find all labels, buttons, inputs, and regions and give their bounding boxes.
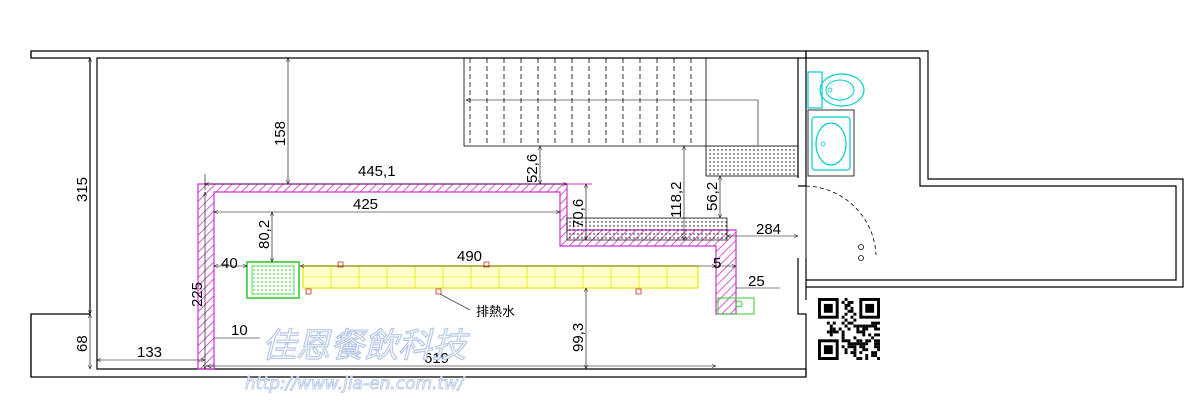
qr-code xyxy=(818,298,880,360)
dim-80: 80,2 xyxy=(256,220,273,249)
dim-133: 133 xyxy=(137,344,162,361)
drain-point-icon xyxy=(735,300,743,308)
dim-56: 56,2 xyxy=(704,182,721,211)
dim-40: 40 xyxy=(221,255,238,272)
toilet xyxy=(807,71,865,109)
refrigerant-pipe-chase xyxy=(705,145,799,177)
dim-425: 425 xyxy=(353,196,378,213)
right-annex-outline xyxy=(805,50,1184,288)
condensing-unit xyxy=(246,261,300,299)
drain-label: 排熱水 xyxy=(476,305,515,320)
dim-52: 52,6 xyxy=(524,154,541,183)
dim-315: 315 xyxy=(74,177,91,202)
watermark-company: 佳恩餐飲科技 xyxy=(262,326,470,366)
pipe-run-into-room xyxy=(566,217,728,241)
dim-490: 490 xyxy=(457,248,482,265)
evaporator-rack xyxy=(302,261,699,295)
dim-619: 619 xyxy=(424,350,449,367)
dim-25: 25 xyxy=(748,273,765,290)
dim-99: 99,3 xyxy=(570,323,587,352)
dim-118: 118,2 xyxy=(668,182,685,218)
dim-5: 5 xyxy=(713,255,721,272)
drain-box xyxy=(717,297,755,315)
dim-10: 10 xyxy=(231,322,248,339)
dim-158: 158 xyxy=(272,121,289,146)
dimension-lines xyxy=(90,58,798,369)
dim-284: 284 xyxy=(756,221,781,238)
door xyxy=(805,185,877,261)
right-wall-lower xyxy=(797,258,807,377)
watermark-url: http://www.jia-en.com.tw/ xyxy=(245,374,466,394)
sink xyxy=(807,109,855,177)
dim-445: 445,1 xyxy=(358,163,396,180)
dim-70: 70,6 xyxy=(570,199,587,228)
partition-wall xyxy=(797,58,807,187)
dim-225: 225 xyxy=(189,282,206,307)
staircase xyxy=(463,57,759,147)
dim-68: 68 xyxy=(74,335,91,352)
